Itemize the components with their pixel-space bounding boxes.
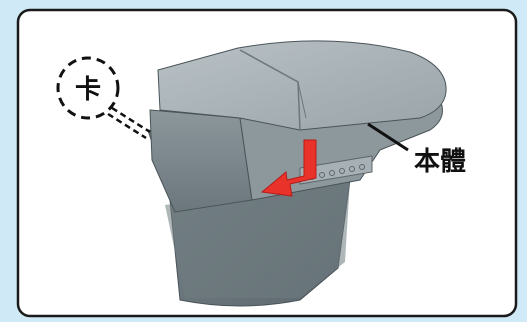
body-label: 本體	[414, 147, 466, 177]
latch-label: 卡	[75, 75, 101, 105]
